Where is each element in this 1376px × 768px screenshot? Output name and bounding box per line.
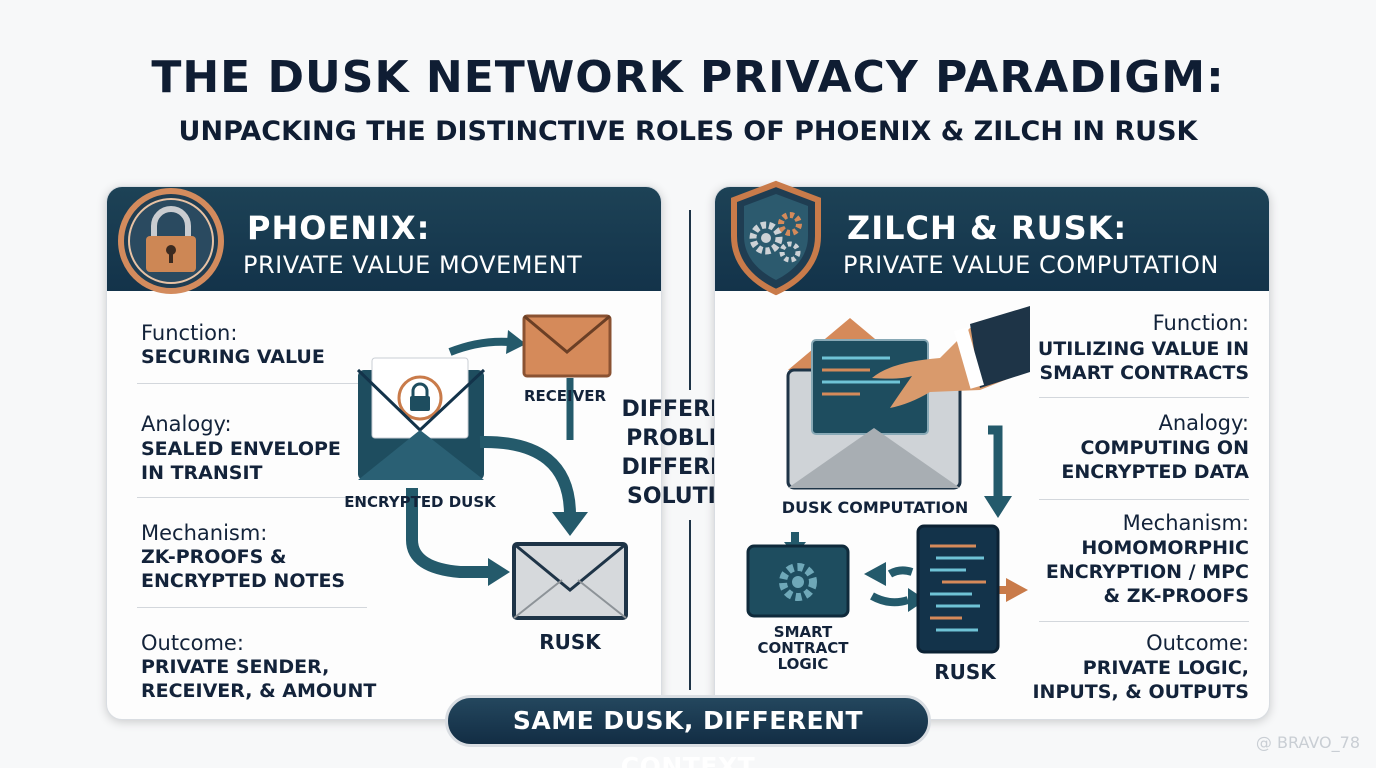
divider xyxy=(1039,621,1249,622)
rusk-envelope-icon xyxy=(512,542,628,620)
dusk-computation-label: DUSK COMPUTATION xyxy=(781,498,969,517)
encrypted-envelope-icon xyxy=(356,357,486,480)
smart-contract-icon xyxy=(746,544,850,618)
phoenix-analogy-value-1: SEALED ENVELOPE xyxy=(141,438,341,460)
zilch-subtitle: PRIVATE VALUE COMPUTATION xyxy=(843,251,1219,279)
receiver-label: RECEIVER xyxy=(523,387,607,405)
phoenix-mechanism-label: Mechanism: xyxy=(141,521,268,545)
zilch-function-label: Function: xyxy=(1152,311,1249,335)
zilch-analogy-value-1: COMPUTING ON xyxy=(1080,437,1249,459)
divider xyxy=(137,383,367,384)
padlock-icon xyxy=(118,188,224,294)
divider xyxy=(137,497,367,498)
phoenix-mechanism-value-2: ENCRYPTED NOTES xyxy=(141,570,346,592)
zilch-outcome-label: Outcome: xyxy=(1146,631,1249,655)
left-rusk-label: RUSK xyxy=(539,630,601,654)
zilch-diagram xyxy=(746,306,1030,654)
zilch-mechanism-label: Mechanism: xyxy=(1122,511,1249,535)
smart-contract-label-line: SMART xyxy=(773,623,833,641)
phoenix-function-label: Function: xyxy=(141,321,238,345)
smart-contract-label: SMART CONTRACT LOGIC xyxy=(748,624,858,672)
shield-gears-icon xyxy=(731,180,821,296)
phoenix-function-value: SECURING VALUE xyxy=(141,346,325,368)
rusk-code-icon xyxy=(916,524,1000,654)
zilch-rusk-panel: ZILCH & RUSK: PRIVATE VALUE COMPUTATION … xyxy=(714,186,1270,720)
divider xyxy=(137,607,367,608)
footer-banner: SAME DUSK, DIFFERENT CONTEXT xyxy=(445,695,931,768)
page-subtitle: UNPACKING THE DISTINCTIVE ROLES OF PHOEN… xyxy=(178,116,1198,147)
center-divider xyxy=(689,210,691,390)
zilch-mechanism-value-2: ENCRYPTION / MPC xyxy=(1045,561,1249,583)
phoenix-outcome-value-1: PRIVATE SENDER, xyxy=(141,656,330,678)
zilch-outcome-value-2: INPUTS, & OUTPUTS xyxy=(1032,681,1249,703)
divider xyxy=(1039,397,1249,398)
divider xyxy=(1039,499,1249,500)
zilch-function-value-2: SMART CONTRACTS xyxy=(1039,362,1249,384)
hand-icon xyxy=(872,306,1030,408)
phoenix-analogy-label: Analogy: xyxy=(141,412,232,436)
phoenix-title: PHOENIX: xyxy=(247,209,431,247)
phoenix-analogy-value-2: IN TRANSIT xyxy=(141,462,263,484)
phoenix-diagram xyxy=(356,314,628,620)
zilch-function-value-1: UTILIZING VALUE IN xyxy=(1037,338,1249,360)
zilch-mechanism-value-1: HOMOMORPHIC xyxy=(1081,537,1249,559)
page-title: THE DUSK NETWORK PRIVACY PARADIGM: xyxy=(151,52,1225,103)
zilch-outcome-value-1: PRIVATE LOGIC, xyxy=(1082,657,1249,679)
phoenix-outcome-value-2: RECEIVER, & AMOUNT xyxy=(141,680,377,702)
center-divider xyxy=(689,520,691,690)
zilch-title: ZILCH & RUSK: xyxy=(847,209,1128,247)
watermark: @ BRAVO_78 xyxy=(1255,733,1360,752)
zilch-analogy-label: Analogy: xyxy=(1158,411,1249,435)
zilch-mechanism-value-3: & ZK-PROOFS xyxy=(1103,585,1249,607)
encrypted-dusk-label: ENCRYPTED DUSK xyxy=(344,493,496,511)
smart-contract-label-line: CONTRACT xyxy=(757,639,849,657)
phoenix-mechanism-value-1: ZK-PROOFS & xyxy=(141,546,287,568)
smart-contract-label-line: LOGIC xyxy=(777,655,829,673)
zilch-analogy-value-2: ENCRYPTED DATA xyxy=(1061,461,1249,483)
right-rusk-label: RUSK xyxy=(934,660,996,684)
phoenix-outcome-label: Outcome: xyxy=(141,631,244,655)
phoenix-subtitle: PRIVATE VALUE MOVEMENT xyxy=(243,251,583,279)
computation-envelope-icon xyxy=(786,318,962,490)
receiver-envelope-icon xyxy=(522,314,612,378)
